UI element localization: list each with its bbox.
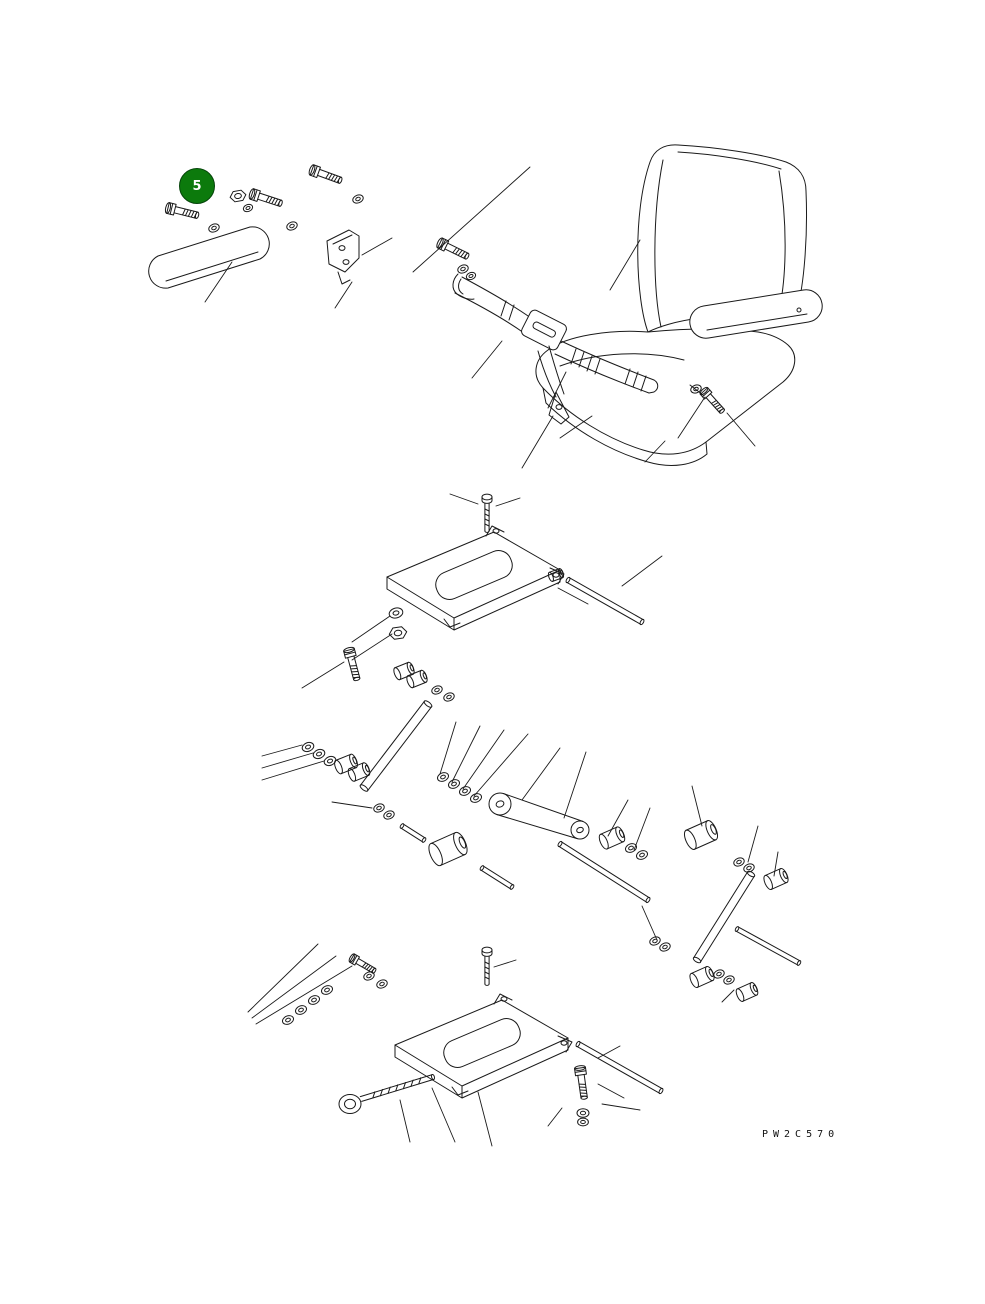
belt-anchor-bolt: [689, 383, 728, 416]
seat-cushion: [535, 328, 796, 466]
washer-stack-center: [435, 770, 484, 805]
upper-slide-plate: [386, 525, 565, 631]
pin-left: [399, 823, 427, 843]
pivot-link-left: [359, 700, 433, 792]
bushing-far-right: [761, 866, 791, 892]
mounting-bracket: [326, 229, 360, 285]
washers-center: [623, 841, 650, 862]
plate-screw-lower: [481, 946, 493, 986]
armrest-right: [689, 289, 823, 339]
washers-left: [300, 740, 372, 783]
plate-washer-upper: [387, 605, 405, 621]
seat-belt: [435, 236, 728, 416]
callout-5-badge[interactable]: 5: [179, 168, 215, 204]
rod-right: [734, 926, 802, 966]
drawing-code: PW2C570: [762, 1129, 840, 1140]
roller-left: [425, 829, 471, 869]
connecting-rod-center: [557, 840, 651, 904]
belt-buckle: [521, 309, 567, 351]
linkage-bolt: [342, 645, 363, 683]
lower-slide-plate: [394, 993, 573, 1099]
plate-nut-upper: [387, 625, 409, 641]
washers-right: [732, 855, 756, 875]
slide-rod-lower: [575, 1040, 664, 1095]
adjuster-screw: [338, 1073, 436, 1114]
link-arm: [488, 792, 590, 840]
mount-bolt-lower: [573, 1064, 591, 1127]
plate-screw-upper: [481, 493, 493, 533]
leader-lines: [204, 166, 779, 1147]
bushings-upper: [392, 660, 456, 704]
callout-5-label: 5: [192, 178, 202, 194]
suspension-linkage: [300, 645, 802, 1003]
armrest-left: [148, 226, 270, 289]
spacer-washers-left: [372, 801, 396, 822]
pin-left-lower: [479, 865, 515, 890]
belt-stitch-hatch: [500, 300, 647, 392]
torsion-rod-upper: [565, 576, 645, 626]
pivot-link-right: [692, 870, 756, 964]
washers-lower-right: [648, 934, 760, 1003]
